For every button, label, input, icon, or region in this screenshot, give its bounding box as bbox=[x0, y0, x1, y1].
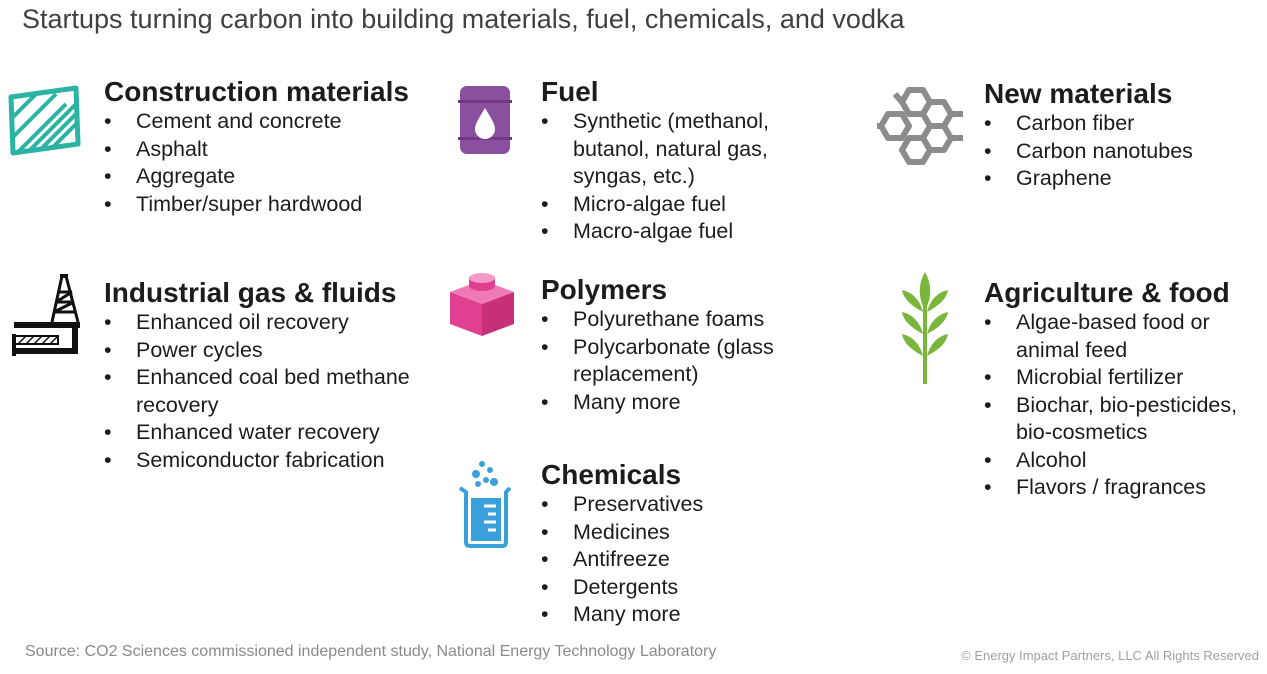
list-item: Biochar, bio-pesticides, bio-cosmetics bbox=[984, 392, 1262, 447]
section-construction-materials: Construction materials Cement and concre… bbox=[104, 76, 424, 218]
section-heading: Industrial gas & fluids bbox=[104, 277, 397, 308]
copyright-note: © Energy Impact Partners, LLC All Rights… bbox=[961, 648, 1259, 663]
beaker-icon bbox=[458, 461, 512, 548]
list-item: Enhanced coal bed methane recovery bbox=[104, 364, 424, 419]
list-item: Microbial fertilizer bbox=[984, 364, 1262, 392]
list-item: Cement and concrete bbox=[104, 108, 424, 136]
item-list: Carbon fiber Carbon nanotubes Graphene bbox=[984, 110, 1254, 193]
list-item: Aggregate bbox=[104, 163, 424, 191]
section-new-materials: New materials Carbon fiber Carbon nanotu… bbox=[984, 78, 1254, 193]
section-agriculture-food: Agriculture & food Algae-based food or a… bbox=[984, 277, 1262, 502]
glass-panel-icon bbox=[8, 85, 81, 156]
oil-barrel-icon bbox=[458, 86, 512, 154]
list-item: Macro-algae fuel bbox=[541, 218, 816, 246]
list-item: Polycarbonate (glass replacement) bbox=[541, 334, 816, 389]
wheat-icon bbox=[902, 272, 948, 384]
section-fuel: Fuel Synthetic (methanol, butanol, natur… bbox=[541, 76, 816, 246]
section-polymers: Polymers Polyurethane foams Polycarbonat… bbox=[541, 274, 816, 416]
list-item: Medicines bbox=[541, 519, 816, 547]
section-heading: Construction materials bbox=[104, 76, 409, 107]
list-item: Many more bbox=[541, 389, 816, 417]
carbon-lattice-icon bbox=[877, 87, 963, 165]
list-item: Many more bbox=[541, 601, 816, 629]
list-item: Enhanced water recovery bbox=[104, 419, 424, 447]
list-item: Polyurethane foams bbox=[541, 306, 816, 334]
section-chemicals: Chemicals Preservatives Medicines Antifr… bbox=[541, 459, 816, 629]
section-heading: Polymers bbox=[541, 274, 668, 305]
list-item: Micro-algae fuel bbox=[541, 191, 816, 219]
section-heading: Fuel bbox=[541, 76, 599, 107]
list-item: Synthetic (methanol, butanol, natural ga… bbox=[541, 108, 816, 191]
list-item: Asphalt bbox=[104, 136, 424, 164]
list-item: Preservatives bbox=[541, 491, 816, 519]
page-title: Startups turning carbon into building ma… bbox=[22, 4, 905, 34]
list-item: Graphene bbox=[984, 165, 1254, 193]
list-item: Antifreeze bbox=[541, 546, 816, 574]
list-item: Flavors / fragrances bbox=[984, 474, 1262, 502]
item-list: Polyurethane foams Polycarbonate (glass … bbox=[541, 306, 816, 416]
list-item: Enhanced oil recovery bbox=[104, 309, 424, 337]
item-list: Algae-based food or animal feed Microbia… bbox=[984, 309, 1262, 502]
list-item: Detergents bbox=[541, 574, 816, 602]
list-item: Semiconductor fabrication bbox=[104, 447, 424, 475]
item-list: Preservatives Medicines Antifreeze Deter… bbox=[541, 491, 816, 629]
list-item: Carbon nanotubes bbox=[984, 138, 1254, 166]
list-item: Algae-based food or animal feed bbox=[984, 309, 1262, 364]
item-list: Cement and concrete Asphalt Aggregate Ti… bbox=[104, 108, 424, 218]
oil-rig-icon bbox=[12, 274, 80, 356]
list-item: Power cycles bbox=[104, 337, 424, 365]
item-list: Synthetic (methanol, butanol, natural ga… bbox=[541, 108, 816, 246]
list-item: Alcohol bbox=[984, 447, 1262, 475]
list-item: Timber/super hardwood bbox=[104, 191, 424, 219]
section-heading: Chemicals bbox=[541, 459, 682, 490]
plastic-block-icon bbox=[450, 273, 514, 336]
section-industrial-gas-fluids: Industrial gas & fluids Enhanced oil rec… bbox=[104, 277, 424, 474]
section-heading: Agriculture & food bbox=[984, 277, 1230, 308]
section-heading: New materials bbox=[984, 78, 1173, 109]
list-item: Carbon fiber bbox=[984, 110, 1254, 138]
item-list: Enhanced oil recovery Power cycles Enhan… bbox=[104, 309, 424, 474]
source-note: Source: CO2 Sciences commissioned indepe… bbox=[25, 643, 717, 660]
